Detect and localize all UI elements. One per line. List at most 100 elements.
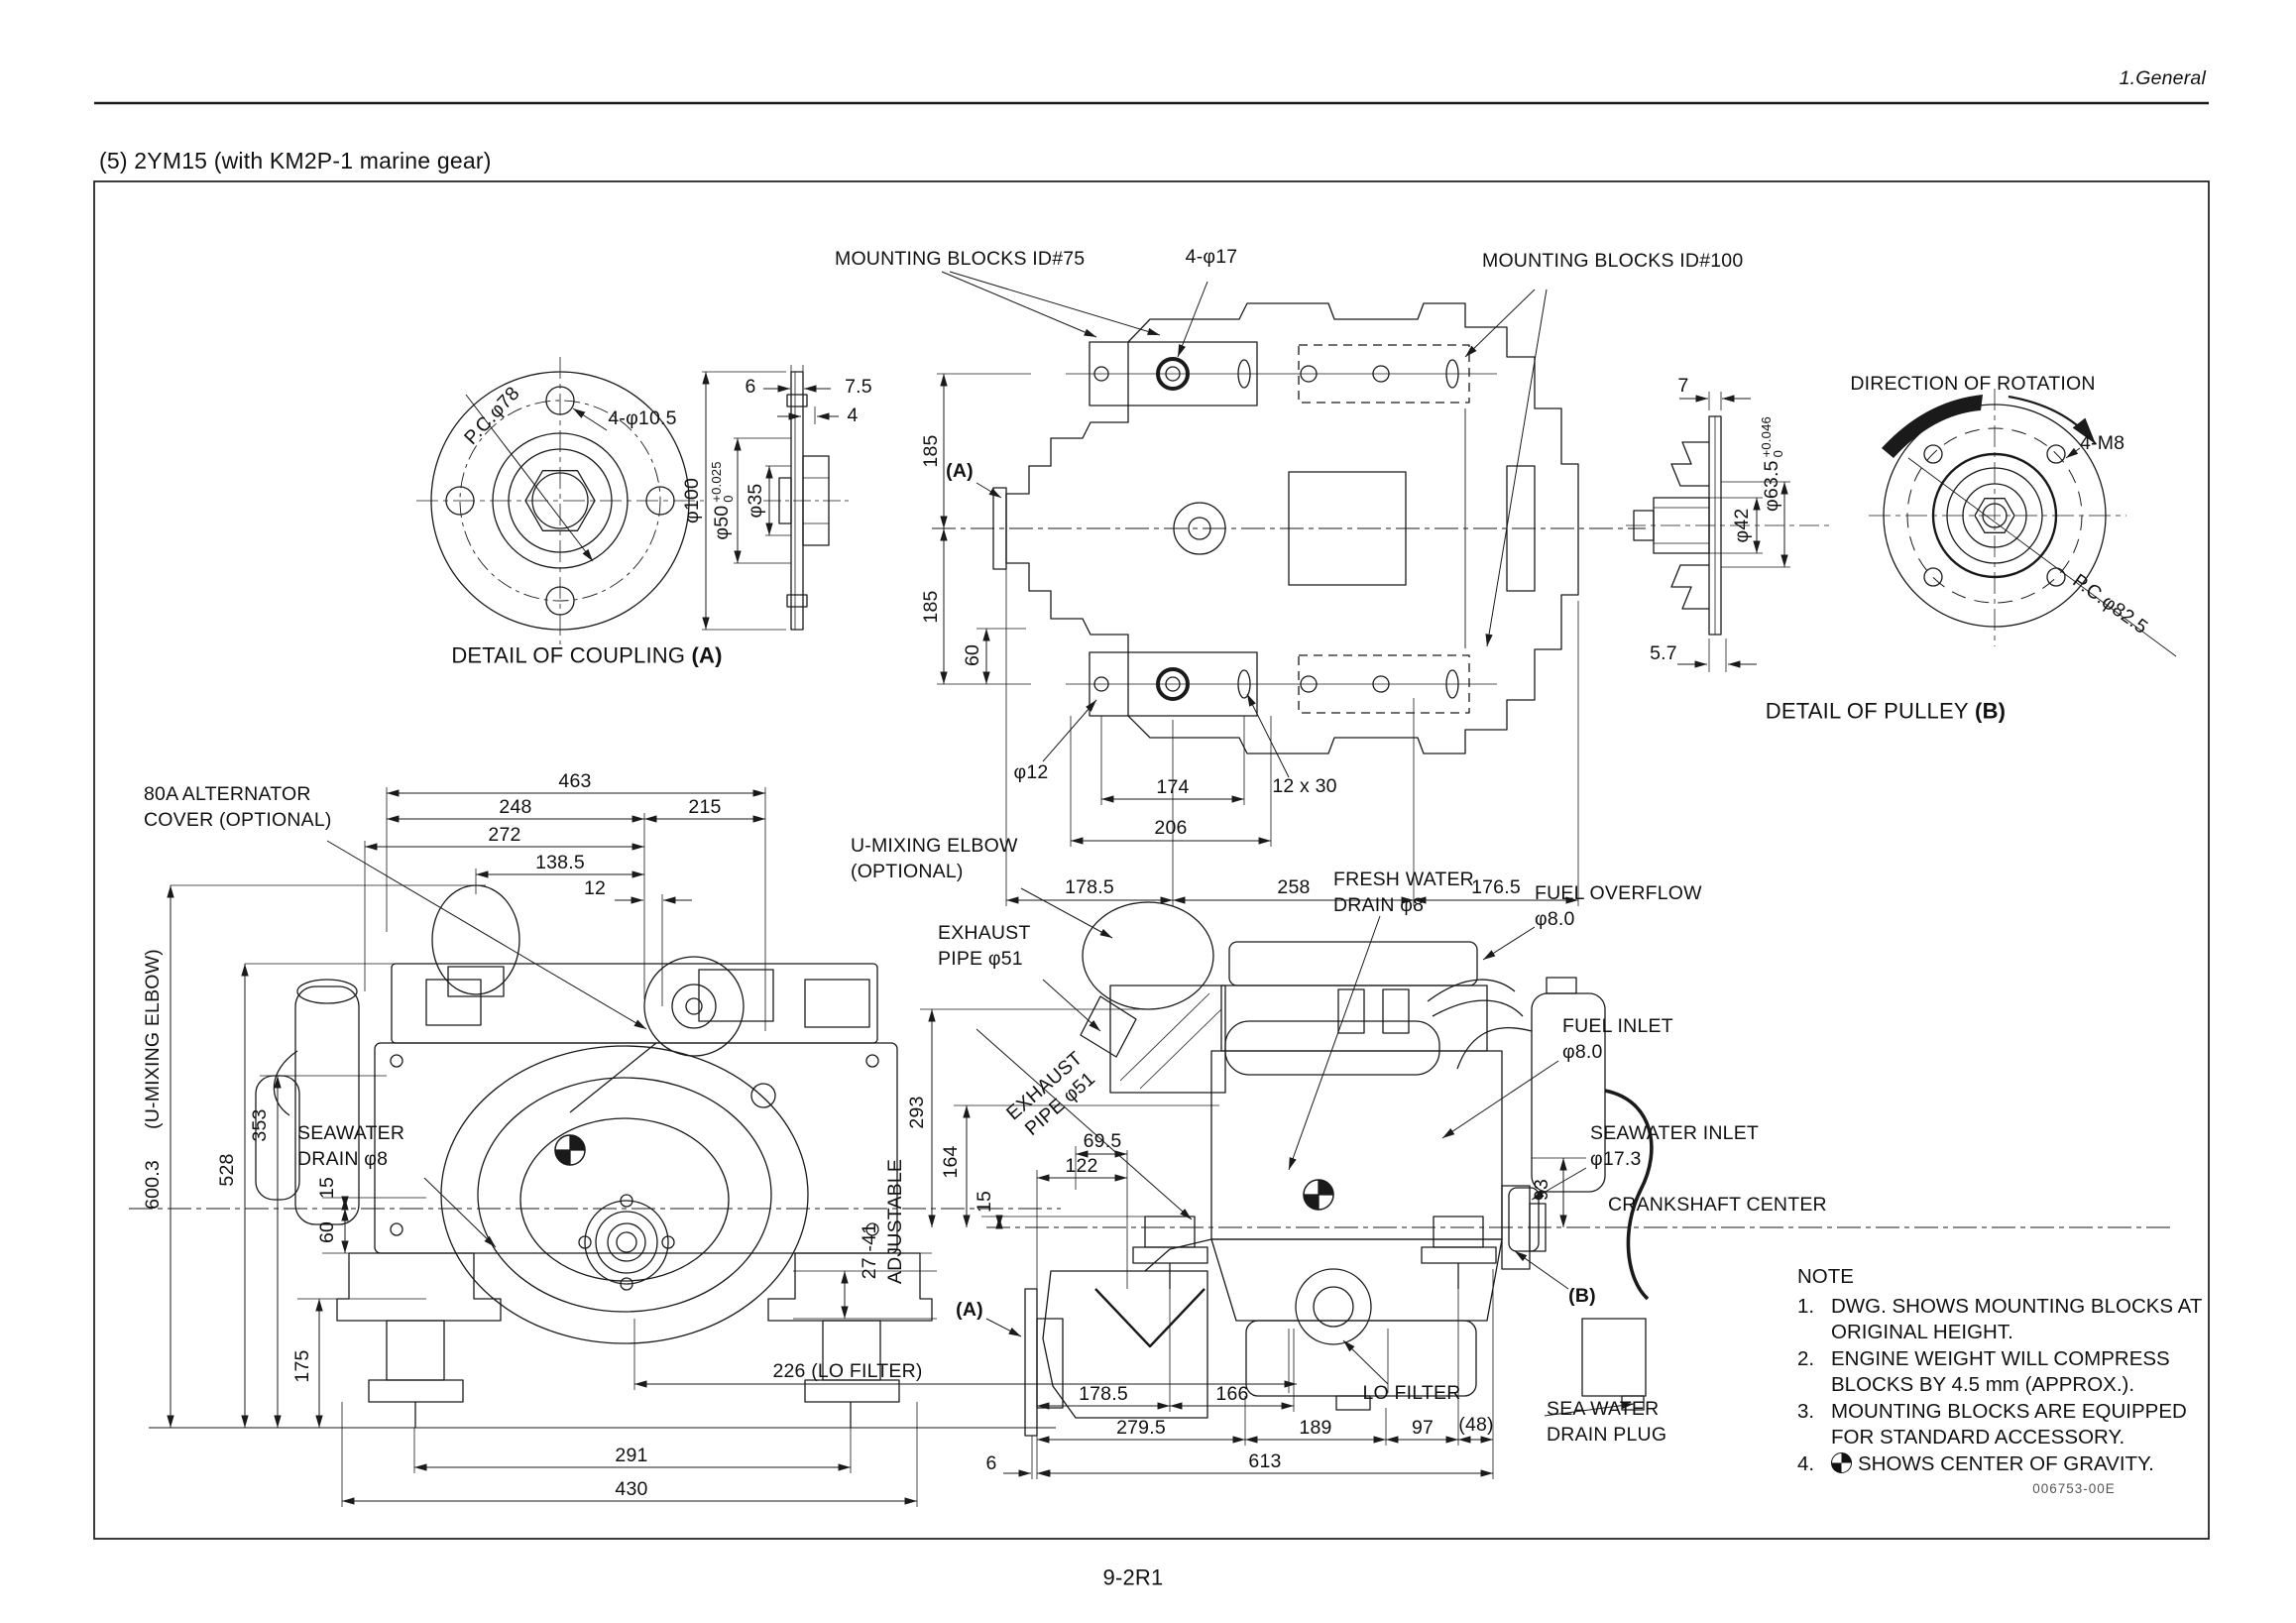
side-dim-293: 293: [906, 1096, 929, 1129]
plan-dim-185-upper: 185: [920, 434, 943, 468]
pulley-dia-63-5-value: φ63.5: [1761, 460, 1783, 512]
front-dim-12: 12: [583, 877, 607, 900]
pulley-caption-ref: (B): [1975, 698, 2007, 724]
page-title: (5) 2YM15 (with KM2P-1 marine gear): [99, 148, 492, 174]
label-alternator-cover-2: COVER (OPTIONAL): [144, 809, 332, 831]
coupling-caption-text: DETAIL OF COUPLING: [451, 642, 686, 668]
coupling-dim-4: 4: [847, 405, 859, 427]
label-lo-filter: LO FILTER: [1362, 1382, 1461, 1405]
coupling-dim-6: 6: [745, 376, 756, 399]
label-freshwater-drain-2: DRAIN φ8: [1333, 894, 1425, 916]
coupling-detail-view: [416, 357, 849, 644]
plan-dim-258: 258: [1277, 876, 1311, 899]
label-seawater-drain-2: DRAIN φ8: [297, 1148, 389, 1170]
coupling-caption-ref: (A): [691, 642, 723, 668]
front-dim-226: 226 (LO FILTER): [772, 1360, 923, 1383]
pulley-caption: DETAIL OF PULLEY (B): [1766, 699, 2006, 726]
front-dim-60: 60: [316, 1220, 339, 1244]
label-seawater-inlet-2: φ17.3: [1590, 1148, 1642, 1170]
pulley-dim-7: 7: [1677, 375, 1689, 398]
side-dim-279-5: 279.5: [1116, 1417, 1166, 1440]
label-fuel-inlet-1: FUEL INLET: [1562, 1015, 1673, 1037]
pulley-dia-42: φ42: [1731, 508, 1754, 543]
note-item-4: 4. SHOWS CENTER OF GRAVITY.: [1797, 1452, 2154, 1475]
side-dim-97: 97: [1411, 1417, 1435, 1440]
note-title: NOTE: [1797, 1265, 1854, 1288]
pulley-dim-5-7: 5.7: [1650, 642, 1677, 665]
front-dim-215: 215: [688, 796, 722, 819]
label-fuel-overflow-1: FUEL OVERFLOW: [1535, 882, 1702, 904]
side-dim-178-5: 178.5: [1079, 1383, 1128, 1406]
front-dim-353: 353: [249, 1108, 272, 1142]
plan-slot-size: 12 x 30: [1272, 775, 1337, 798]
side-dim-164: 164: [940, 1145, 963, 1179]
front-adjust-range: 27 -41: [859, 1222, 881, 1280]
label-exhaust-pipe-1b: PIPE φ51: [938, 948, 1023, 970]
label-alternator-cover-1: 80A ALTERNATOR: [144, 783, 311, 805]
front-dim-291: 291: [615, 1445, 648, 1467]
front-dim-272: 272: [488, 824, 521, 847]
side-ref-a: (A): [956, 1299, 983, 1322]
plan-hole-dia: φ12: [1013, 761, 1049, 784]
label-fuel-overflow-2: φ8.0: [1535, 908, 1575, 930]
label-fuel-inlet-2: φ8.0: [1562, 1041, 1603, 1063]
front-dim-430: 430: [615, 1478, 648, 1501]
side-view: [920, 887, 2171, 1479]
pulley-bolt-holes: 4-M8: [2080, 432, 2125, 454]
drawing-code: 006753-00E: [2032, 1480, 2116, 1496]
label-umixing-elbow-2: (OPTIONAL): [851, 861, 964, 882]
front-dim-463: 463: [558, 770, 592, 793]
label-crankshaft-center: CRANKSHAFT CENTER: [1608, 1194, 1827, 1216]
label-seawater-drain-plug-1: SEA WATER: [1547, 1398, 1660, 1420]
plan-dim-174: 174: [1156, 776, 1190, 799]
plan-dim-60: 60: [962, 643, 984, 667]
side-dim-613: 613: [1248, 1450, 1282, 1473]
page-frame: [93, 101, 2210, 1540]
side-dim-122: 122: [1065, 1155, 1098, 1178]
side-dim-166: 166: [1215, 1383, 1249, 1406]
coupling-dia-50-value: φ50: [711, 505, 734, 540]
pulley-caption-text: DETAIL OF PULLEY: [1765, 698, 1969, 724]
section-header: 1.General: [2119, 67, 2206, 90]
side-dim-69-5: 69.5: [1083, 1130, 1122, 1153]
front-view: [129, 787, 1297, 1507]
side-dim-6: 6: [985, 1452, 997, 1475]
label-freshwater-drain-1: FRESH WATER: [1333, 869, 1474, 890]
coupling-dia-100: φ100: [681, 478, 704, 523]
side-dim-93: 93: [1531, 1178, 1553, 1202]
front-dim-138-5: 138.5: [535, 852, 585, 874]
label-mounting-blocks-100: MOUNTING BLOCKS ID#100: [1482, 250, 1744, 272]
coupling-dim-7-5: 7.5: [845, 376, 872, 399]
page-number: 9-2R1: [1102, 1565, 1164, 1590]
front-dim-600-3: 600.3: [142, 1160, 165, 1210]
front-adjust-label: ADJUSTABLE: [884, 1158, 907, 1285]
label-seawater-drain-plug-2: DRAIN PLUG: [1547, 1424, 1667, 1446]
plan-dim-178-5: 178.5: [1065, 876, 1114, 899]
label-mounting-blocks-75: MOUNTING BLOCKS ID#75: [835, 248, 1086, 270]
label-umixing-elbow-1: U-MIXING ELBOW: [851, 835, 1018, 857]
front-dim-528: 528: [216, 1153, 239, 1187]
coupling-bolt-holes: 4-φ10.5: [608, 407, 677, 430]
coupling-caption: DETAIL OF COUPLING (A): [451, 643, 722, 670]
coupling-dia-35: φ35: [745, 483, 767, 519]
front-dim-15: 15: [316, 1176, 339, 1200]
plan-view: [932, 271, 1646, 906]
label-4-d17: 4-φ17: [1185, 246, 1238, 269]
side-ref-b: (B): [1568, 1285, 1596, 1308]
label-seawater-inlet-1: SEAWATER INLET: [1590, 1122, 1760, 1144]
plan-ref-a: (A): [946, 460, 974, 483]
plan-dim-206: 206: [1154, 817, 1188, 840]
pulley-detail-view: [1626, 389, 2177, 672]
front-umixing-note: (U-MIXING ELBOW): [142, 949, 165, 1129]
label-direction-of-rotation: DIRECTION OF ROTATION: [1850, 373, 2096, 396]
front-dim-175: 175: [291, 1349, 314, 1383]
label-seawater-drain-1: SEAWATER: [297, 1122, 405, 1144]
label-exhaust-pipe-1a: EXHAUST: [938, 922, 1031, 944]
